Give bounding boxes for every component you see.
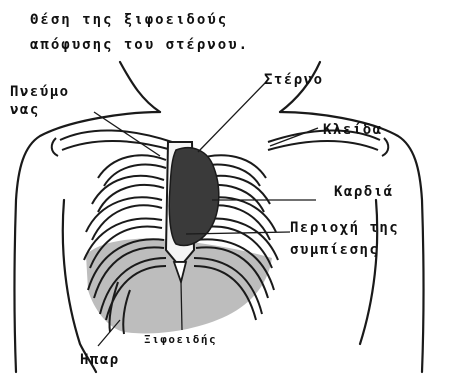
lung-label-line-2: νας	[10, 102, 40, 119]
clavicle-label: Κλείδα	[323, 122, 383, 139]
compression-label-line-1: Περιοχή της	[290, 220, 399, 237]
liver-label: Ηπαρ	[80, 352, 120, 369]
lung-label-line-1: Πνεύμο	[10, 84, 70, 101]
heart-shape	[169, 148, 219, 246]
sternum-leader	[198, 82, 266, 152]
sternum-label: Στέρνο	[264, 72, 324, 89]
diagram-title-line-1: Θέση της ξιφοειδούς	[30, 11, 228, 30]
diagram-title-line-2: απόφυσης του στέρνου.	[30, 36, 249, 55]
torso-outline	[15, 62, 424, 372]
compression-label-line-2: συμπίεσης	[290, 242, 379, 259]
heart-label: Καρδιά	[334, 184, 394, 201]
lung-leader	[94, 112, 160, 156]
xiphoid-label: Ξιφοειδής	[144, 331, 217, 348]
